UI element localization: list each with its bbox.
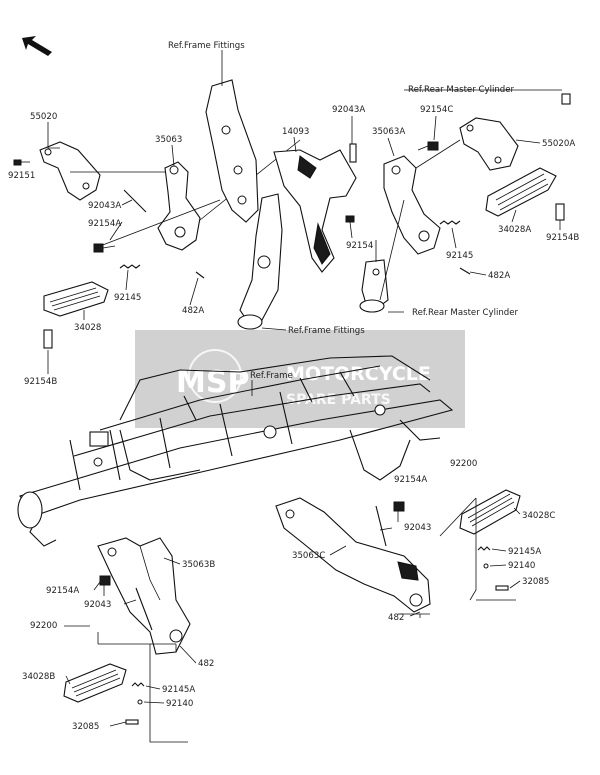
spring-92145A-bottom-left — [131, 682, 145, 687]
label-92145A-bottom-left: 92145A — [162, 685, 195, 695]
watermark: MSP MOTORCYCLE SPARE PARTS — [135, 330, 465, 428]
washer-92140-bottom-left — [137, 699, 143, 705]
frame-fitting-upper — [205, 79, 259, 223]
label-92140-bottom-left: 92140 — [166, 699, 193, 709]
label-92154C: 92154C — [420, 105, 453, 115]
label-92154A-bottom-left: 92154A — [46, 586, 79, 596]
part-number-labels: 55020 92151 35063 92043A 92154A 92145 48… — [8, 105, 579, 732]
bolt-ref-top — [561, 93, 571, 105]
label-35063: 35063 — [155, 135, 182, 145]
bolt-92154A-left — [93, 243, 116, 253]
label-482A-left: 482A — [182, 306, 204, 316]
label-92154-center: 92154 — [346, 241, 373, 251]
pin-92043A-center — [349, 143, 357, 163]
footpeg-34028A — [485, 167, 557, 217]
main-frame — [17, 355, 454, 547]
bolt-92154B-right — [555, 203, 565, 221]
footpeg-34028C — [459, 489, 521, 535]
ref-frame-fittings-top: Ref.Frame Fittings — [168, 41, 245, 51]
leader-lines — [47, 115, 561, 727]
label-32085-bottom-left: 32085 — [72, 722, 99, 732]
label-92145-left: 92145 — [114, 293, 141, 303]
label-92154A-bottom-right: 92154A — [394, 475, 427, 485]
label-92154B-left: 92154B — [24, 377, 57, 387]
bolt-92154A-bottom-right — [393, 501, 405, 522]
label-55020: 55020 — [30, 112, 57, 122]
label-92154A-left: 92154A — [88, 219, 121, 229]
watermark-title: MOTORCYCLE — [286, 363, 431, 385]
label-32085-bottom-right: 32085 — [522, 577, 549, 587]
label-55020A: 55020A — [542, 139, 575, 149]
clip-482A-left — [195, 271, 205, 279]
label-34028: 34028 — [74, 323, 101, 333]
label-34028C: 34028C — [522, 511, 555, 521]
spring-92145-left — [119, 264, 141, 269]
washer-92140-bottom-right — [483, 563, 489, 569]
label-92200-bottom-right: 92200 — [450, 459, 477, 469]
bolt-92151 — [13, 159, 30, 166]
pin-32085-bottom-right — [495, 585, 509, 591]
label-482-bottom-left: 482 — [198, 659, 214, 669]
bolt-92154A-bottom-left — [99, 575, 111, 596]
pin-92043A-left — [123, 189, 147, 213]
bracket-35063A — [383, 155, 441, 255]
label-35063A: 35063A — [372, 127, 405, 137]
label-92043-bottom-right: 92043 — [404, 523, 431, 533]
label-92043A-left: 92043A — [88, 201, 121, 211]
pin-32085-bottom-left — [125, 719, 139, 725]
watermark-subtitle: SPARE PARTS — [286, 392, 391, 408]
pin-92043-bottom-left — [135, 587, 153, 631]
bolt-92154B-left — [43, 329, 53, 349]
ref-frame-fittings-mid: Ref.Frame Fittings — [288, 326, 365, 336]
bracket-35063 — [157, 161, 201, 251]
label-35063C: 35063C — [292, 551, 325, 561]
bracket-55020A — [459, 117, 519, 171]
label-92145-right: 92145 — [446, 251, 473, 261]
label-92140-bottom-right: 92140 — [508, 561, 535, 571]
bolt-92154C — [417, 141, 439, 151]
ref-rear-master-cylinder-mid: Ref.Rear Master Cylinder — [412, 308, 519, 318]
bracket-35063C — [275, 497, 431, 613]
label-482-bottom-right: 482 — [388, 613, 404, 623]
label-92151: 92151 — [8, 171, 35, 181]
spring-92145A-bottom-right — [477, 546, 491, 551]
cover-14093 — [273, 149, 357, 273]
label-34028B: 34028B — [22, 672, 55, 682]
label-92200-bottom-left: 92200 — [30, 621, 57, 631]
ref-frame: Ref.Frame — [250, 371, 293, 381]
label-482A-right: 482A — [488, 271, 510, 281]
clip-482A-right — [459, 267, 471, 275]
pin-92043-bottom-right — [375, 505, 387, 547]
label-92154B-right: 92154B — [546, 233, 579, 243]
label-92043-bottom-left: 92043 — [84, 600, 111, 610]
label-35063B: 35063B — [182, 560, 215, 570]
label-92043A-center: 92043A — [332, 105, 365, 115]
bolt-92154-center — [345, 215, 355, 223]
spring-92145-right — [439, 220, 461, 225]
arrow-up-left-icon — [22, 36, 52, 56]
label-14093: 14093 — [282, 127, 309, 137]
label-34028A: 34028A — [498, 225, 531, 235]
label-92145A-bottom-right: 92145A — [508, 547, 541, 557]
